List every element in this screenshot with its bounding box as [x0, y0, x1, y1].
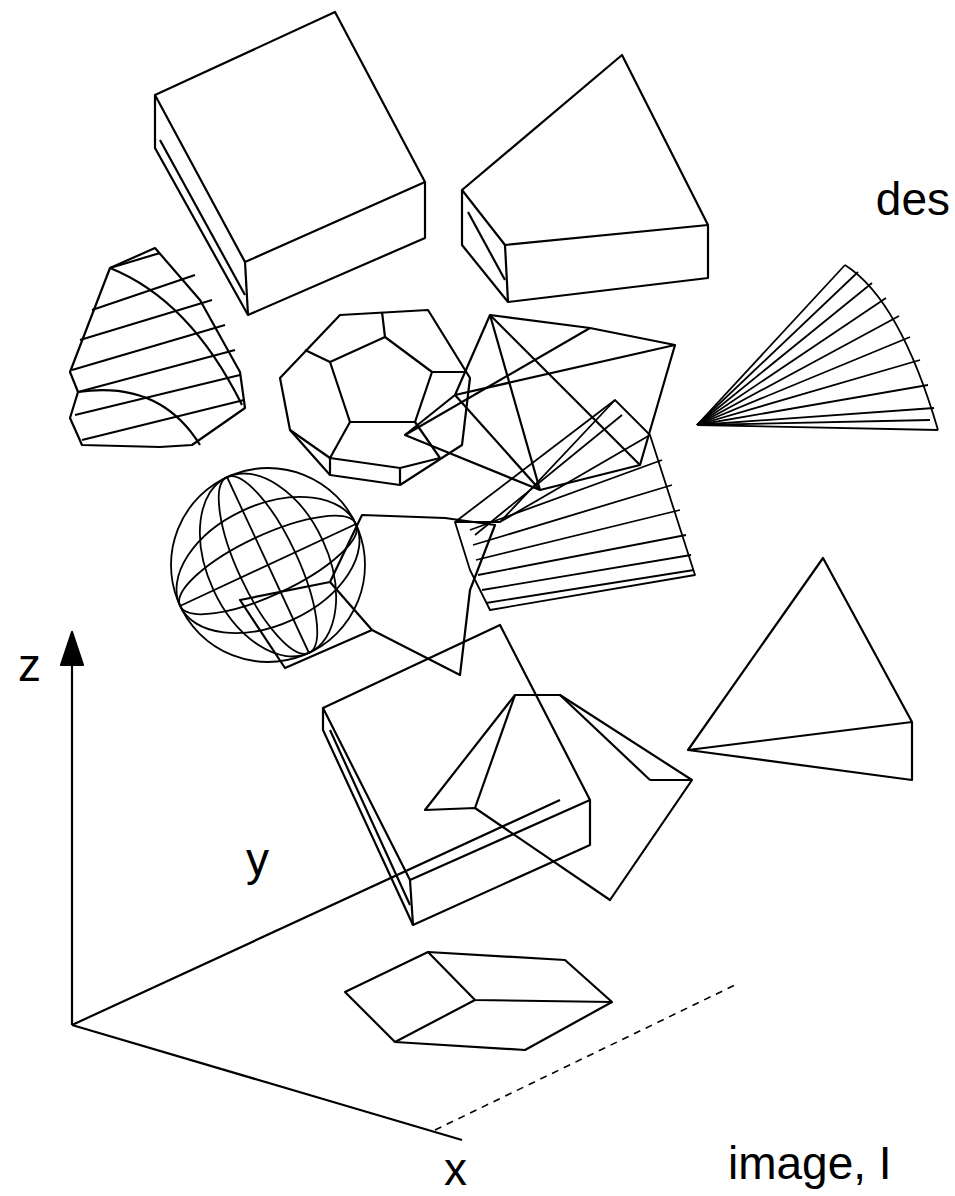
prism-shape: [425, 695, 692, 900]
image-label: image, I: [728, 1140, 892, 1186]
caption-fragment: des: [876, 176, 950, 222]
frustum-shape: [455, 400, 695, 610]
dodecahedron-shape: [280, 310, 470, 485]
striped-shape: [70, 248, 245, 447]
cone-shape: [697, 265, 938, 430]
wedge-shape: [462, 55, 708, 302]
octahedron-shape: [405, 315, 675, 490]
axis-label: z: [18, 642, 41, 688]
axis-label: y: [246, 836, 269, 882]
box-shape: [155, 12, 425, 315]
axis-label: x: [444, 1146, 467, 1192]
square-shape: [240, 515, 495, 675]
axes: [61, 632, 735, 1140]
tetrahedron-shape: [688, 558, 912, 780]
flat-box-shape: [345, 952, 612, 1050]
box-shape: [323, 625, 590, 925]
